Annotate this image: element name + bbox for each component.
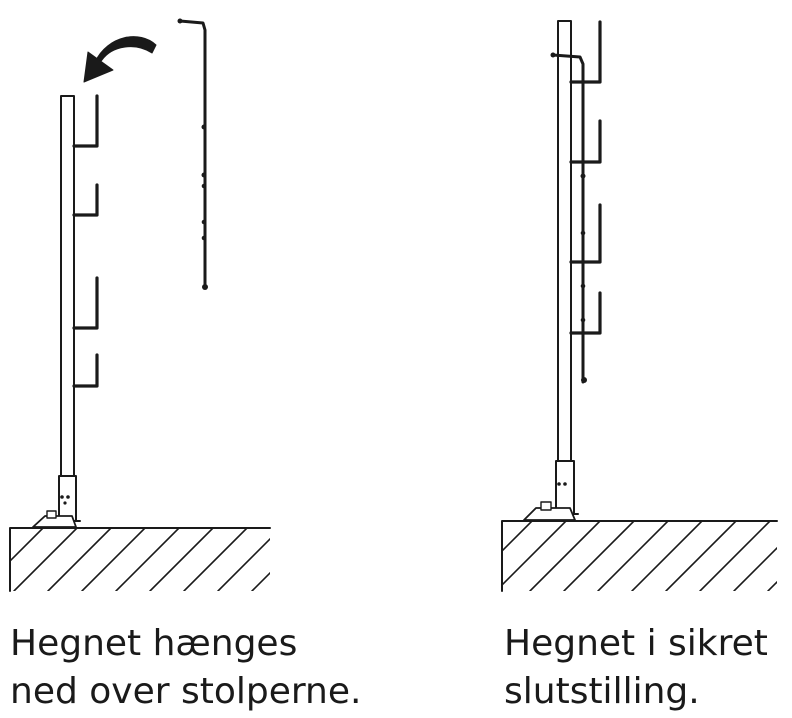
caption-left: Hegnet hænges ned over stolperne. bbox=[10, 620, 361, 716]
post-brackets-right bbox=[569, 20, 602, 335]
fence-panel-hanging bbox=[177, 18, 208, 290]
caption-right-line2: slutstilling. bbox=[504, 671, 700, 712]
ground-right bbox=[501, 520, 778, 592]
curved-arrow-icon bbox=[83, 36, 157, 83]
fence-post-right bbox=[523, 20, 579, 521]
caption-right-line1: Hegnet i sikret bbox=[504, 623, 768, 664]
caption-right: Hegnet i sikret slutstilling. bbox=[504, 620, 768, 716]
fence-post-left bbox=[32, 95, 81, 528]
caption-left-line1: Hegnet hænges bbox=[10, 623, 298, 664]
left-panel bbox=[9, 18, 271, 592]
fence-panel-mounted bbox=[550, 52, 587, 384]
caption-left-line2: ned over stolperne. bbox=[10, 671, 362, 712]
post-brackets-left bbox=[72, 94, 99, 388]
ground-left bbox=[9, 527, 271, 592]
right-panel bbox=[501, 20, 778, 592]
